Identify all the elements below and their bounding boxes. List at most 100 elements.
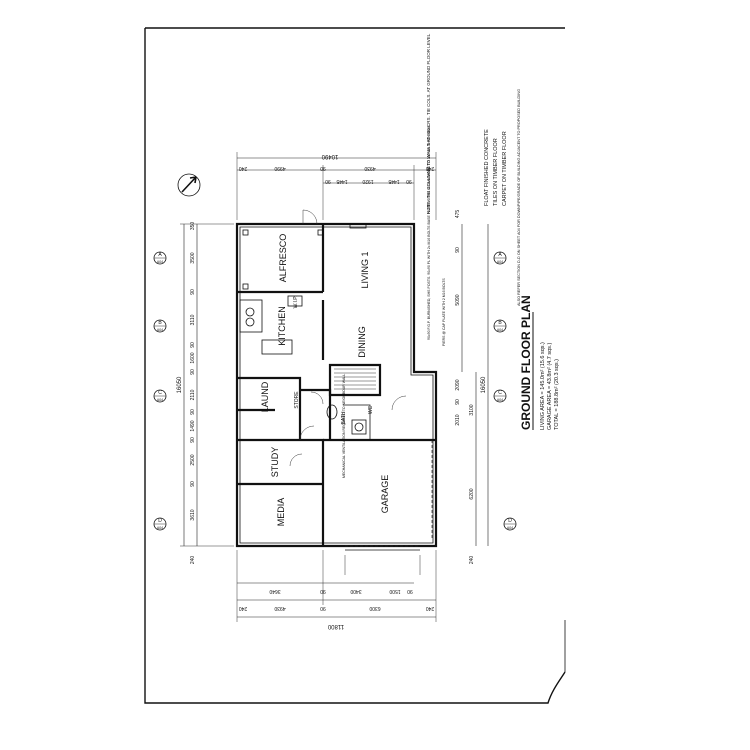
left-seg-13: 3610	[190, 509, 196, 520]
section-marker-left-c: C A04	[153, 389, 167, 403]
bottom-small-2: 90	[320, 588, 326, 594]
left-seg-6: 90	[190, 369, 196, 375]
svg-text:B: B	[158, 320, 162, 326]
bottom-dim-1: 240	[239, 605, 248, 611]
left-seg-5: 1600	[190, 352, 196, 363]
room-alfresco: ALFRESCO	[278, 234, 288, 283]
section-marker-right-a: A A04	[493, 251, 507, 265]
svg-text:A04: A04	[157, 260, 163, 264]
svg-text:A: A	[498, 252, 502, 258]
room-pantry: W.I.P.	[293, 296, 299, 309]
sheet-border	[144, 27, 566, 704]
room-laund: LAUND	[260, 381, 270, 412]
right-lower-5: 240	[469, 556, 475, 565]
garage-door	[345, 440, 433, 551]
top-small-1: 90	[325, 178, 331, 184]
top-dim-2: 4990	[274, 165, 285, 171]
svg-text:A: A	[158, 252, 162, 258]
area-living: LIVING AREA = 145.0m² (15.6 sqs.)	[540, 342, 546, 430]
interior-walls	[237, 224, 436, 546]
bottom-overall-dim: 11800	[327, 623, 344, 629]
left-seg-1: 3500	[190, 252, 196, 263]
svg-text:B: B	[498, 320, 502, 326]
right-lower-3: 3100	[469, 404, 475, 415]
room-dining: DINING	[357, 326, 367, 358]
right-upper-2: 5090	[455, 294, 461, 305]
room-media: MEDIA	[276, 498, 286, 527]
section-marker-left-a: A A04	[153, 251, 167, 265]
area-total: TOTAL = 188.8m² (20.3 sqs.)	[554, 359, 560, 430]
left-dimension-chain	[180, 223, 234, 547]
svg-text:A04: A04	[157, 398, 163, 402]
note-setout: ALSO REFER SECTION D-D ON SHEET A04 FOR …	[517, 89, 521, 306]
section-marker-right-c: C A04	[493, 389, 507, 403]
top-dimension-chain	[236, 152, 437, 220]
right-lower-0: 2090	[455, 379, 461, 390]
right-lower-1: 90	[455, 399, 461, 405]
left-seg-3: 3110	[190, 314, 196, 325]
bottom-small-1: 3640	[269, 588, 280, 594]
plan-title: GROUND FLOOR PLAN	[519, 295, 533, 430]
left-seg-14: 240	[190, 556, 196, 565]
svg-text:A04: A04	[157, 526, 163, 530]
right-dimension-chain	[461, 224, 489, 546]
svg-text:A04: A04	[507, 526, 513, 530]
right-upper-1: 90	[455, 247, 461, 253]
north-arrow-icon	[177, 173, 201, 197]
top-small-5: 90	[406, 178, 412, 184]
left-seg-10: 90	[190, 437, 196, 443]
bottom-dim-3: 90	[320, 605, 326, 611]
left-seg-2: 90	[190, 289, 196, 295]
note-garage-wall: MECHANICAL VENTILATION REQUIRED TO NEIGH…	[342, 374, 346, 478]
section-marker-left-b: B A04	[153, 319, 167, 333]
section-marker-right-d: D A04	[503, 517, 517, 531]
top-dim-5: 240	[426, 165, 435, 171]
room-garage: GARAGE	[380, 475, 390, 514]
right-lower-4: 6200	[469, 488, 475, 499]
svg-text:A04: A04	[157, 328, 163, 332]
top-dim-4: 4930	[364, 165, 375, 171]
section-marker-right-b: B A04	[493, 319, 507, 333]
right-upper-0: 475	[455, 210, 461, 219]
svg-text:A04: A04	[497, 260, 503, 264]
bottom-small-5: 90	[407, 588, 413, 594]
left-seg-12: 90	[190, 481, 196, 487]
bottom-dim-2: 4930	[274, 605, 285, 611]
room-bath: BATH	[341, 411, 347, 424]
legend-item-carpet: CARPET ON TIMBER FLOOR	[502, 131, 508, 206]
bottom-small-3: 3400	[350, 588, 361, 594]
top-small-3: 1920	[362, 178, 373, 184]
right-lower-2: 2010	[455, 414, 461, 425]
left-seg-7: 2110	[190, 389, 196, 400]
top-dim-3: 90	[320, 165, 326, 171]
top-small-4: 1445	[388, 178, 399, 184]
area-garage: GARAGE AREA = 43.8m² (4.7 sqs.)	[547, 343, 553, 430]
right-overall-dim: 16050	[481, 376, 487, 393]
svg-text:D: D	[508, 518, 512, 524]
room-living: LIVING 1	[360, 251, 370, 288]
svg-text:A04: A04	[497, 398, 503, 402]
room-wc: WC	[368, 405, 374, 414]
room-study: STUDY	[270, 447, 280, 478]
svg-text:C: C	[158, 390, 162, 396]
note-posts: 90x90 F.G.P. BURNISHED, SHS POSTS. 90x90…	[427, 125, 431, 340]
room-kitchen: KITCHEN	[277, 306, 287, 346]
building-outline	[235, 222, 438, 548]
left-seg-4: 90	[190, 342, 196, 348]
alfresco-posts	[242, 229, 324, 290]
note-columns: NOTE : TIE COLUMNS TO WALLS AT 600 CRS. …	[426, 33, 431, 214]
legend-item-concrete: FLOAT FINISHED CONCRETE	[484, 129, 490, 206]
bottom-dim-4: 6300	[369, 605, 380, 611]
room-store: STORE	[294, 391, 300, 409]
svg-text:D: D	[158, 518, 162, 524]
kitchen-fixtures	[239, 295, 303, 355]
legend-item-tiles: TILES ON TIMBER FLOOR	[493, 138, 499, 206]
bottom-dimension-chain	[236, 550, 437, 622]
door-swings	[289, 209, 407, 467]
section-marker-left-d: D A04	[153, 517, 167, 531]
left-seg-8: 90	[190, 409, 196, 415]
left-seg-11: 2500	[190, 454, 196, 465]
top-dim-1: 240	[239, 165, 248, 171]
top-overall-dim: 10490	[321, 153, 338, 159]
